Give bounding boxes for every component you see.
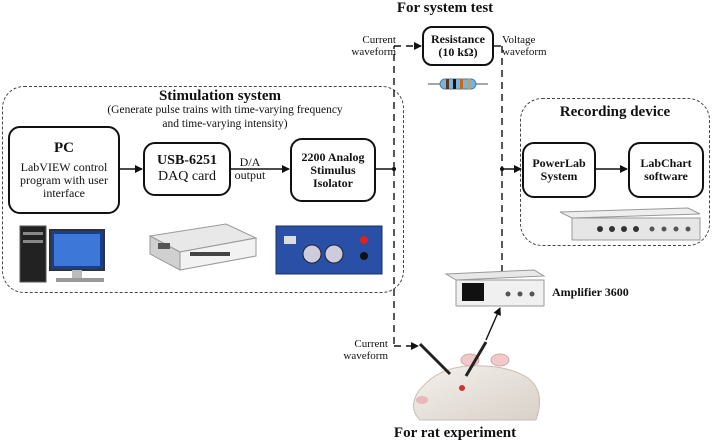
resistance-box: Resistance (10 kΩ) xyxy=(422,26,494,66)
pc-box: PC LabVIEW control program with user int… xyxy=(8,126,120,214)
stimulation-system-subtitle-1: (Generate pulse trains with time-varying… xyxy=(107,104,343,116)
current-waveform-top-label-2: waveform xyxy=(351,46,396,58)
powerlab-box: PowerLab System xyxy=(522,142,596,198)
da-output-label-1: D/A xyxy=(239,155,261,169)
labchart-line-2: software xyxy=(644,169,688,183)
pc-line-3: interface xyxy=(43,186,85,200)
isolator-line-2: Stimulus xyxy=(310,162,356,177)
labchart-box: LabChart software xyxy=(628,142,704,198)
current-waveform-bottom-label-1: Current xyxy=(354,338,388,350)
powerlab-line-1: PowerLab xyxy=(532,156,586,170)
daq-card-box: USB-6251 DAQ card xyxy=(143,142,231,196)
stimulation-system-title: Stimulation system xyxy=(158,88,282,104)
daq-title: USB-6251 xyxy=(157,153,217,168)
electrode-to-amplifier-arrow xyxy=(485,307,501,341)
current-waveform-top-label-1: Current xyxy=(362,34,396,46)
current-waveform-bottom-label-2: waveform xyxy=(343,350,388,362)
powerlab-line-2: System xyxy=(540,169,578,183)
amplifier-label: Amplifier 3600 xyxy=(552,285,629,299)
isolator-device-illustration xyxy=(275,225,383,275)
pc-line-2: program with user xyxy=(20,173,108,187)
daq-device-illustration xyxy=(148,223,258,271)
resistor-illustration xyxy=(428,78,488,90)
pc-line-1: LabVIEW control xyxy=(20,160,108,174)
labchart-line-1: LabChart xyxy=(640,156,692,170)
stimulus-isolator-box: 2200 Analog Stimulus Isolator xyxy=(290,138,376,202)
rat-illustration xyxy=(413,341,541,421)
daq-subtitle: DAQ card xyxy=(158,169,216,184)
stimulation-system-subtitle-2: and time-varying intensity) xyxy=(162,118,288,130)
recording-device-title: Recording device xyxy=(559,104,671,120)
resistance-line-2: (10 kΩ) xyxy=(438,45,478,59)
powerlab-device-illustration xyxy=(559,207,701,241)
voltage-waveform-label-1: Voltage xyxy=(502,34,536,46)
pc-title: PC xyxy=(54,140,74,156)
voltage-waveform-label-2: waveform xyxy=(502,46,547,58)
computer-illustration xyxy=(19,225,105,283)
amplifier-device-illustration xyxy=(444,269,546,307)
da-output-label-2: output xyxy=(234,168,266,182)
isolator-line-1: 2200 Analog xyxy=(301,149,365,164)
stimulation-system-group xyxy=(2,86,404,293)
isolator-line-3: Isolator xyxy=(313,175,353,190)
system-test-title: For system test xyxy=(396,0,494,16)
resistance-line-1: Resistance xyxy=(431,32,485,46)
rat-experiment-title: For rat experiment xyxy=(393,425,517,441)
